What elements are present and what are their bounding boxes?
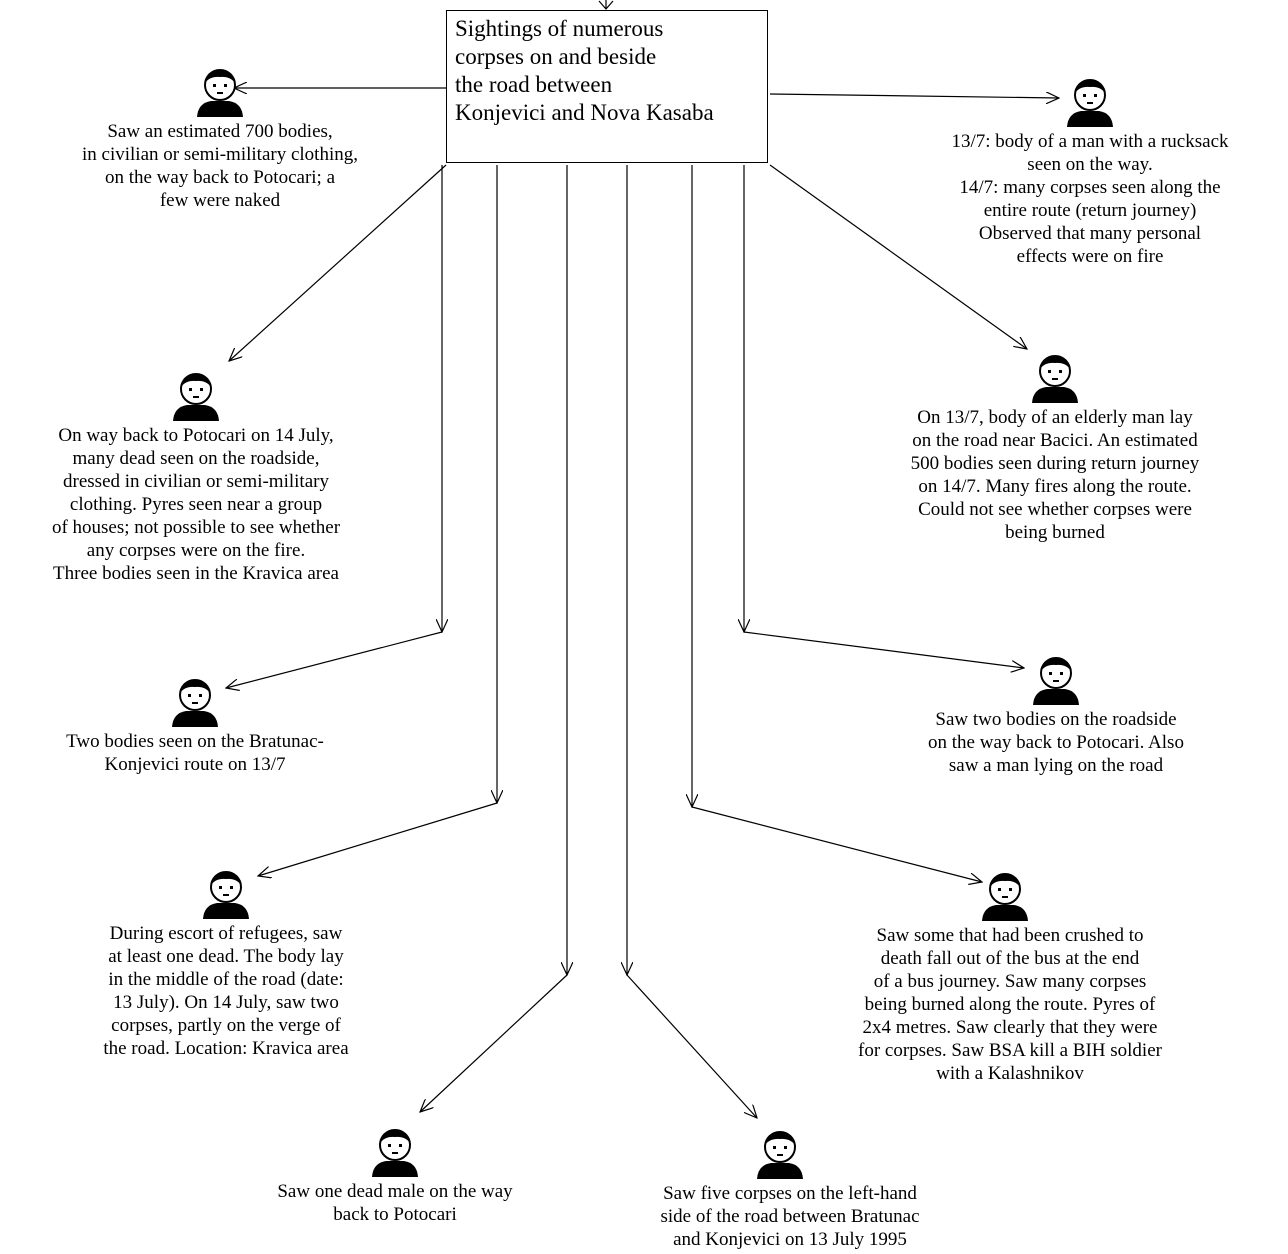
account-line: Saw an estimated 700 bodies, — [107, 121, 333, 142]
account-line: Observed that many personal — [978, 223, 1202, 244]
witness-account-7: During escort of refugees, saw at least … — [56, 868, 396, 1060]
account-line: 14/7: many corpses seen along the — [959, 177, 1221, 198]
account-line: On way back to Potocari on 14 July, — [58, 425, 334, 446]
account-line: in the middle of the road (date: — [108, 969, 344, 990]
account-line: in civilian or semi-military clothing, — [82, 144, 358, 165]
person-icon — [173, 373, 219, 421]
witness-account-3: On way back to Potocari on 14 July, many… — [0, 370, 392, 585]
account-line: Saw some that had been crushed to — [876, 925, 1144, 946]
account-line: saw a man lying on the road — [948, 755, 1164, 776]
account-line: Saw one dead male on the way — [277, 1181, 513, 1202]
witness-account-10: Saw five corpses on the left-hand side o… — [610, 1128, 970, 1251]
account-line: Konjevici route on 13/7 — [104, 754, 286, 775]
connector-account-3 — [229, 164, 447, 361]
account-line: 13 July). On 14 July, saw two — [113, 992, 339, 1013]
account-line: few were naked — [159, 190, 281, 211]
person-icon — [982, 873, 1028, 921]
connector-account-6 — [743, 631, 1024, 668]
central-sightings-box: Sightings of numerous corpses on and bes… — [446, 10, 768, 163]
person-icon — [1067, 79, 1113, 127]
account-line: on the way back to Potocari. Also — [928, 732, 1184, 753]
person-icon — [1033, 657, 1079, 705]
person-icon — [172, 679, 218, 727]
account-line: being burned — [1005, 522, 1105, 543]
account-line: During escort of refugees, saw — [109, 923, 343, 944]
connector-account-7 — [258, 802, 498, 876]
account-line: of houses; not possible to see whether — [51, 517, 341, 538]
account-line: seen on the way. — [1027, 154, 1153, 175]
account-line: any corpses were on the fire. — [86, 540, 306, 561]
account-line: on 14/7. Many fires along the route. — [918, 476, 1192, 497]
account-line: side of the road between Bratunac — [660, 1206, 920, 1227]
account-line: Could not see whether corpses were — [918, 499, 1192, 520]
account-line: the road. Location: Kravica area — [103, 1038, 349, 1059]
account-line: being burned along the route. Pyres of — [864, 994, 1156, 1015]
witness-account-9: Saw one dead male on the way back to Pot… — [220, 1126, 570, 1226]
account-line: effects were on fire — [1016, 246, 1164, 267]
connector-account-8 — [691, 806, 982, 882]
witness-account-1: Saw an estimated 700 bodies, in civilian… — [20, 66, 420, 212]
account-line: Saw two bodies on the roadside — [935, 709, 1177, 730]
connector-account-10 — [626, 974, 757, 1118]
account-line: Saw five corpses on the left-hand — [663, 1183, 917, 1204]
central-line: the road between — [455, 72, 613, 97]
account-line: on the way back to Potocari; a — [104, 167, 336, 188]
person-icon — [372, 1129, 418, 1177]
connector-account-5 — [226, 631, 443, 688]
account-line: 500 bodies seen during return journey — [910, 453, 1200, 474]
person-icon — [1032, 355, 1078, 403]
connector-account-4 — [769, 164, 1027, 349]
witness-account-8: Saw some that had been crushed to death … — [800, 870, 1220, 1085]
witness-account-4: On 13/7, body of an elderly man lay on t… — [845, 352, 1265, 544]
account-line: On 13/7, body of an elderly man lay — [917, 407, 1193, 428]
account-line: many dead seen on the roadside, — [72, 448, 320, 469]
account-line: corpses, partly on the verge of — [111, 1015, 341, 1036]
account-line: clothing. Pyres seen near a group — [69, 494, 323, 515]
account-line: dressed in civilian or semi-military — [63, 471, 329, 492]
account-line: 13/7: body of a man with a rucksack — [951, 131, 1229, 152]
person-icon — [197, 69, 243, 117]
account-line: at least one dead. The body lay — [108, 946, 344, 967]
account-line: Two bodies seen on the Bratunac- — [66, 731, 324, 752]
witness-account-5: Two bodies seen on the Bratunac- Konjevi… — [20, 676, 370, 776]
account-line: entire route (return journey) — [983, 200, 1197, 221]
incoming-arrowhead — [598, 0, 614, 10]
witness-account-6: Saw two bodies on the roadside on the wa… — [875, 654, 1237, 777]
account-line: with a Kalashnikov — [936, 1063, 1084, 1084]
person-icon — [203, 871, 249, 919]
account-line: death fall out of the bus at the end — [880, 948, 1140, 969]
witness-account-2: 13/7: body of a man with a rucksack seen… — [905, 76, 1275, 268]
connector-account-9 — [420, 974, 568, 1112]
account-line: on the road near Bacici. An estimated — [912, 430, 1198, 451]
central-line: corpses on and beside — [455, 44, 657, 69]
account-line: for corpses. Saw BSA kill a BIH soldier — [858, 1040, 1162, 1061]
account-line: of a bus journey. Saw many corpses — [873, 971, 1147, 992]
account-line: and Konjevici on 13 July 1995 — [673, 1229, 907, 1250]
central-line: Konjevici and Nova Kasaba — [455, 100, 714, 125]
central-line: Sightings of numerous — [455, 16, 664, 41]
person-icon — [757, 1131, 803, 1179]
account-line: back to Potocari — [333, 1204, 457, 1225]
account-line: 2x4 metres. Saw clearly that they were — [862, 1017, 1158, 1038]
account-line: Three bodies seen in the Kravica area — [53, 563, 339, 584]
connector-account-2 — [769, 94, 1059, 98]
